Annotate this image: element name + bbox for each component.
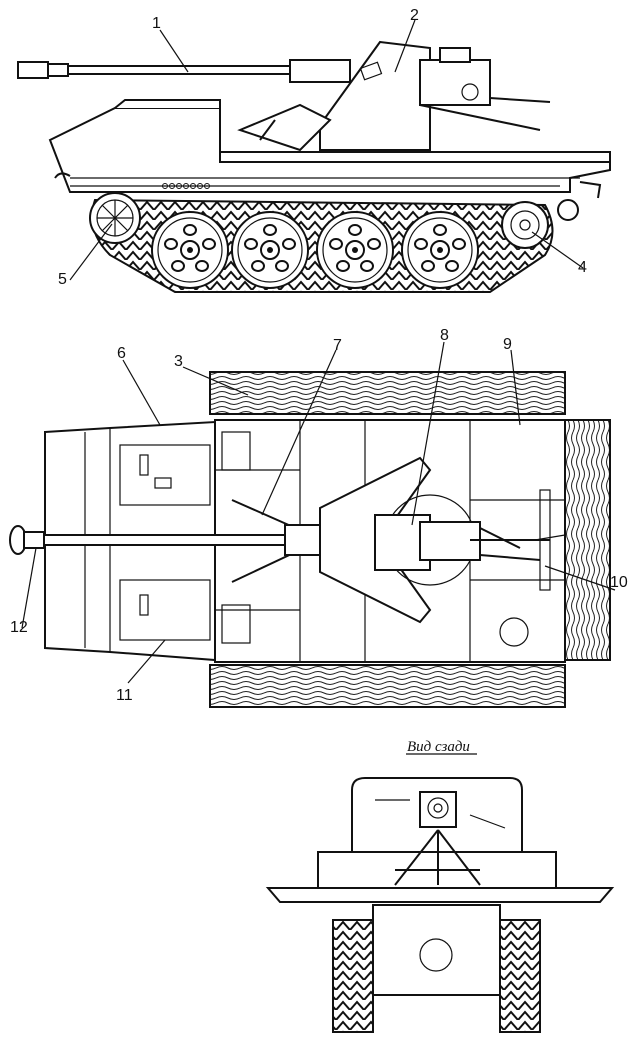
log-bundle-lower [209, 664, 566, 708]
callout-2: 2 [410, 7, 419, 24]
log-bundle-upper [209, 371, 566, 415]
leader-lines [21, 19, 616, 684]
side-road-wheel [231, 211, 309, 289]
side-road-wheel [401, 211, 479, 289]
gun-mount-top [374, 494, 550, 586]
side-road-wheel [151, 211, 229, 289]
top-view [9, 371, 611, 708]
rear-view-caption: Вид сзади [407, 739, 470, 755]
hull-rivets [162, 183, 210, 189]
callout-6: 6 [117, 345, 126, 362]
callout-4: 4 [578, 259, 587, 276]
rear-platform [265, 887, 615, 903]
rear-track-right [499, 919, 541, 1033]
rear-track-left [332, 919, 374, 1033]
callout-9: 9 [503, 336, 512, 353]
callout-10: 10 [610, 574, 628, 591]
log-bundle-rear [564, 419, 611, 661]
side-deck [219, 151, 611, 163]
callout-1: 1 [152, 15, 161, 32]
callout-3: 3 [174, 353, 183, 370]
callout-7: 7 [333, 337, 342, 354]
rear-view [265, 777, 615, 1033]
gun-breech [419, 47, 551, 131]
callout-8: 8 [440, 327, 449, 344]
gun-shield [319, 40, 431, 151]
callouts: 1 2 3 4 5 6 7 8 9 10 11 12 [10, 7, 628, 704]
gun-barrel [17, 59, 351, 83]
idler-wheel [501, 201, 549, 249]
callout-5: 5 [58, 271, 67, 288]
callout-12: 12 [10, 619, 28, 636]
drive-sprocket [89, 192, 141, 244]
side-view [17, 40, 611, 293]
side-road-wheel [316, 211, 394, 289]
callout-11: 11 [116, 687, 133, 704]
